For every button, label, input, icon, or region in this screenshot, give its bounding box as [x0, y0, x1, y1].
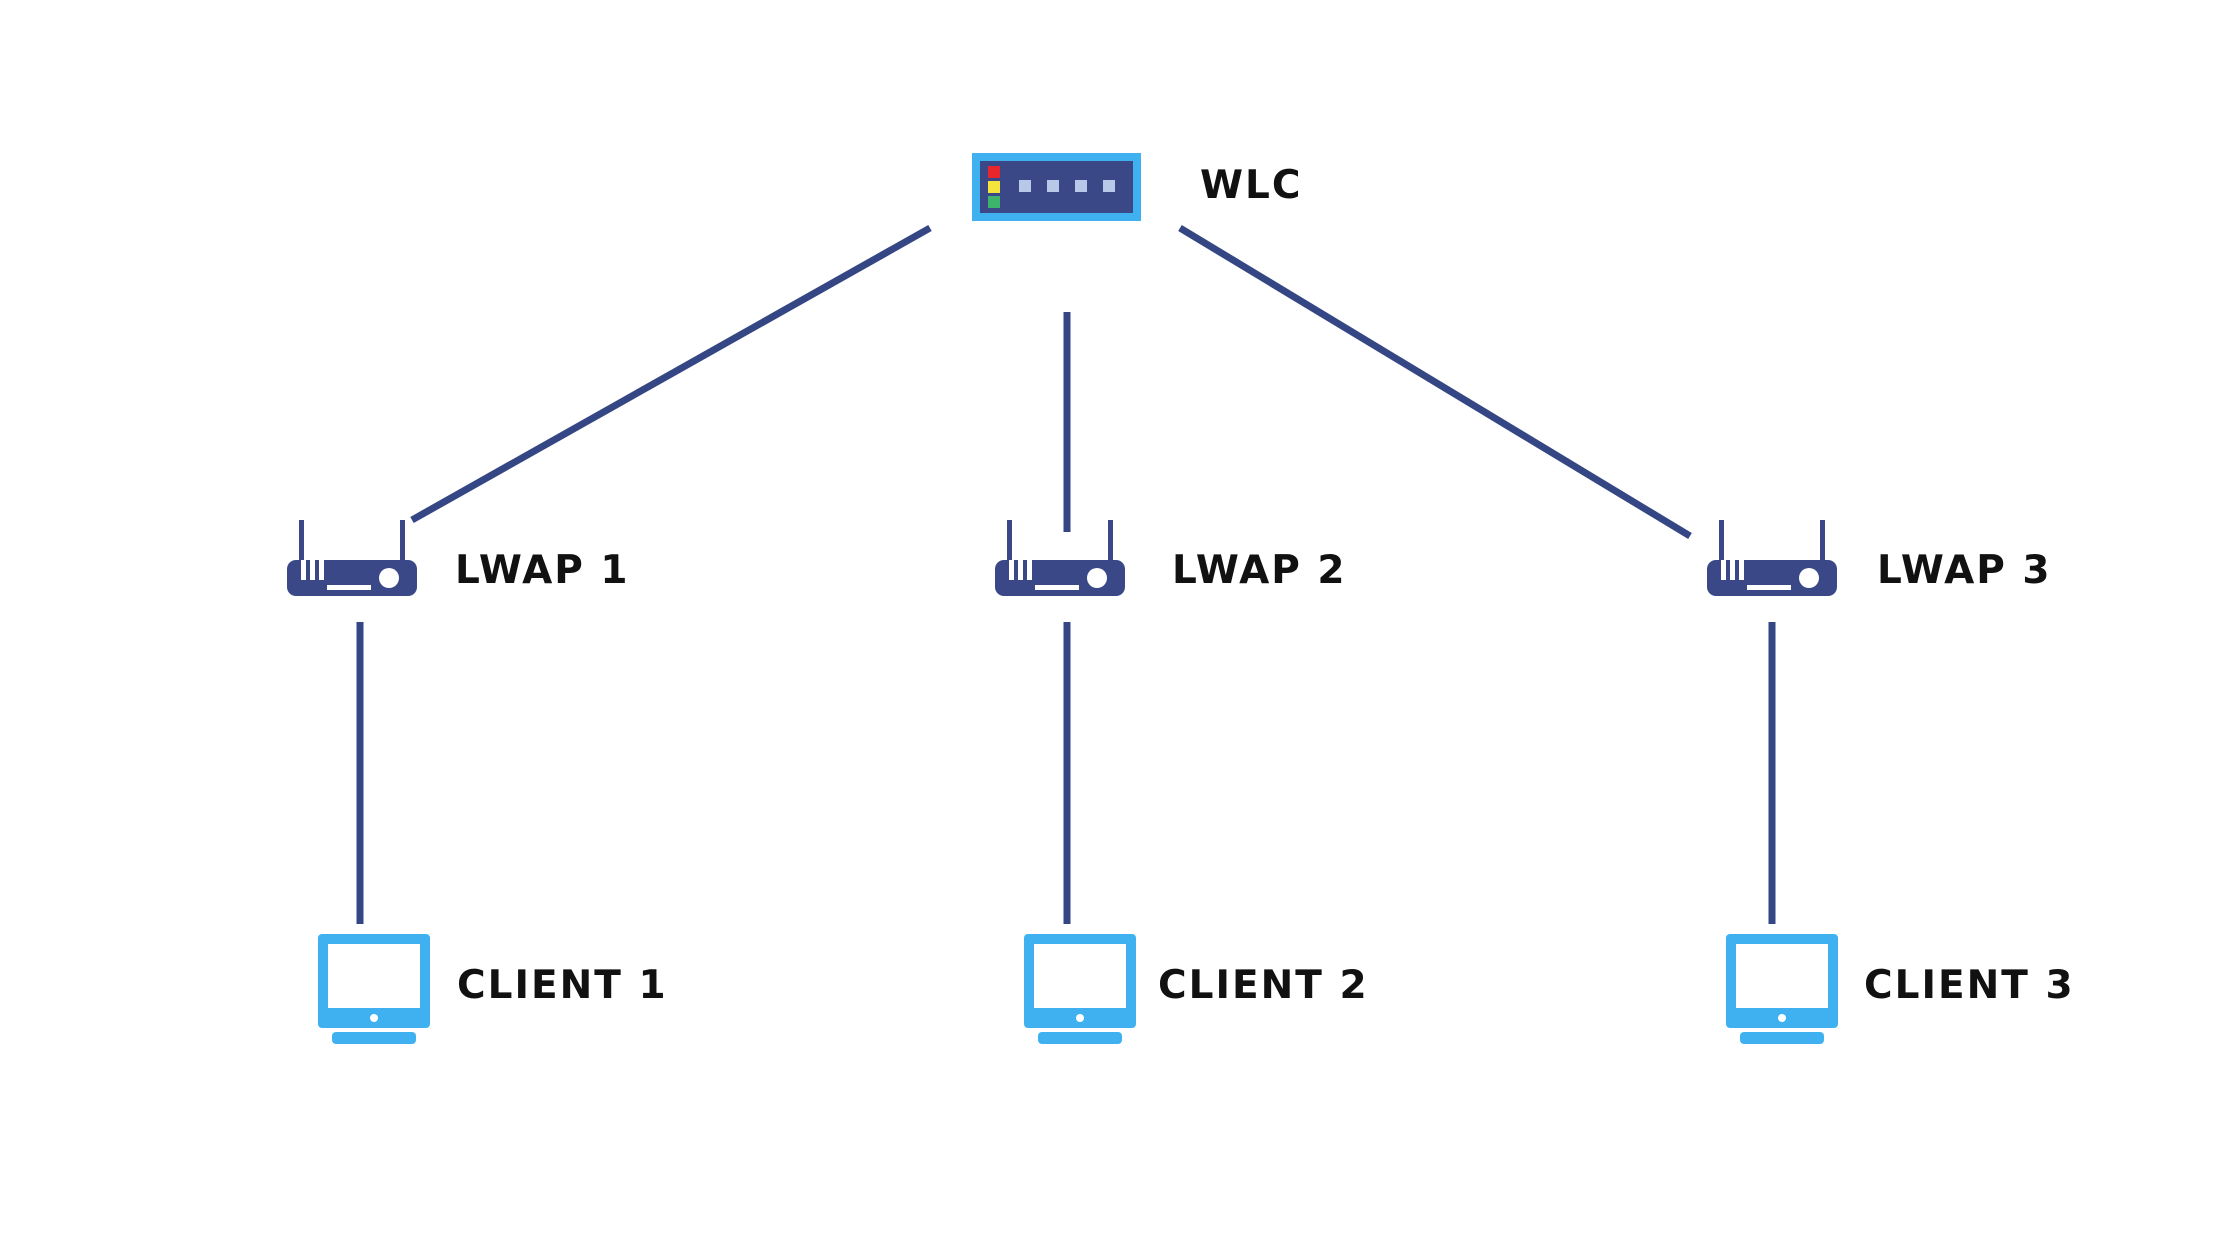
client-label-2: CLIENT 2	[1158, 963, 1369, 1008]
monitor-icon	[1726, 934, 1838, 1044]
monitor-icon	[318, 934, 430, 1044]
lwap-label-2: LWAP 2	[1172, 548, 1347, 593]
link-wlc-lwap3	[1178, 225, 1692, 539]
connections	[356, 224, 1776, 924]
router-icon	[1707, 520, 1837, 596]
client-node-1: CLIENT 1	[318, 934, 668, 1044]
wlc-node: WLC	[972, 153, 1303, 221]
lwap-node-1: LWAP 1	[287, 520, 630, 596]
monitor-icon	[1024, 934, 1136, 1044]
switch-icon	[972, 153, 1141, 221]
led-red	[988, 166, 1000, 178]
client-label-3: CLIENT 3	[1864, 963, 2075, 1008]
router-icon	[995, 520, 1125, 596]
router-icon	[287, 520, 417, 596]
client-node-3: CLIENT 3	[1726, 934, 2075, 1044]
link-wlc-lwap1	[410, 224, 932, 524]
led-yellow	[988, 181, 1000, 193]
client-node-2: CLIENT 2	[1024, 934, 1369, 1044]
led-green	[988, 196, 1000, 208]
lwap-label-3: LWAP 3	[1877, 548, 2052, 593]
lwap-label-1: LWAP 1	[455, 548, 630, 593]
client-label-1: CLIENT 1	[457, 963, 668, 1008]
wlc-label: WLC	[1200, 163, 1303, 208]
lwap-node-3: LWAP 3	[1707, 520, 2052, 596]
lwap-node-2: LWAP 2	[995, 520, 1347, 596]
